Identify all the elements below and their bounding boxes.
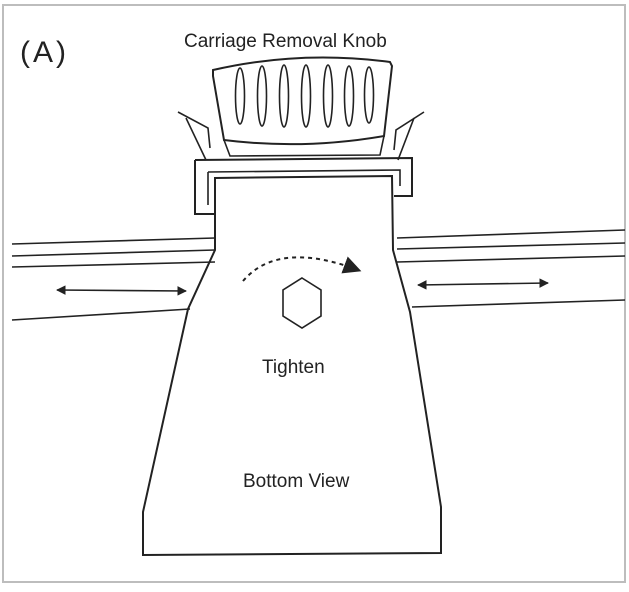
- left-rail: [11, 237, 216, 321]
- left-movement-arrow: [56, 285, 187, 296]
- tighten-label: Tighten: [262, 357, 325, 378]
- knob-wings: [177, 111, 425, 161]
- carriage-bracket: [194, 156, 413, 215]
- knob-label: Carriage Removal Knob: [184, 31, 387, 52]
- figure-frame: [2, 4, 626, 583]
- right-rail: [396, 229, 626, 308]
- carriage-removal-knob: [212, 56, 394, 157]
- hex-nut-icon: [282, 277, 322, 329]
- carriage-body: [142, 174, 442, 557]
- knob-grip-ridge: [278, 64, 290, 128]
- knob-grip-ridge: [343, 65, 355, 127]
- bottom-view-label: Bottom View: [243, 471, 350, 492]
- tighten-rotation-arrow: [242, 256, 362, 282]
- right-movement-arrow: [417, 278, 549, 290]
- knob-grip-ridge: [234, 67, 246, 125]
- panel-label: (A): [20, 36, 69, 69]
- knob-grip-ridge: [363, 66, 375, 124]
- knob-grip-ridge: [300, 64, 312, 128]
- knob-grip-ridge: [322, 64, 334, 128]
- knob-grip-ridge: [256, 65, 268, 127]
